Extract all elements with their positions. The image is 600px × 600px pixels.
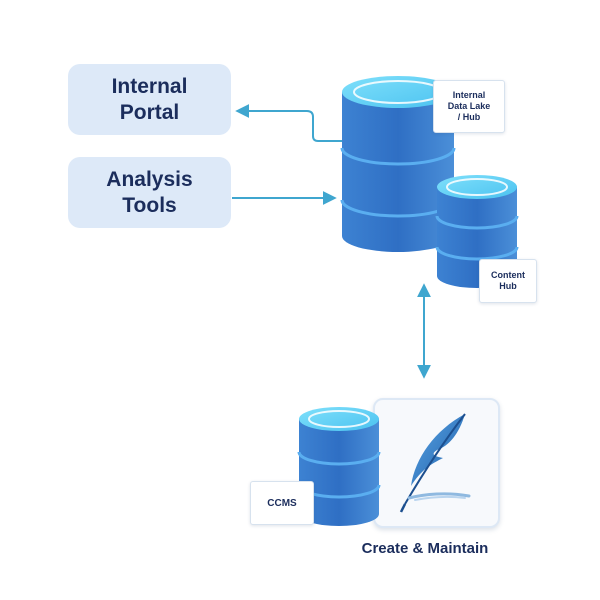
- ccms-note: CCMS: [250, 481, 314, 525]
- analysis-tools-label: Analysis Tools: [106, 167, 193, 217]
- content-hub-note: Content Hub: [479, 259, 537, 303]
- content-hub-label: Content Hub: [491, 270, 525, 291]
- data-lake-label: Internal Data Lake / Hub: [447, 90, 491, 122]
- data-lake-note: Internal Data Lake / Hub: [433, 80, 505, 133]
- arrow-to-portal: [235, 104, 342, 142]
- internal-portal-box: Internal Portal: [68, 64, 231, 135]
- analysis-tools-box: Analysis Tools: [68, 157, 231, 228]
- ccms-label: CCMS: [267, 497, 297, 509]
- editor-card: [373, 398, 500, 528]
- quill-feather-icon: [399, 413, 471, 513]
- create-maintain-caption: Create & Maintain: [361, 540, 489, 557]
- internal-portal-label: Internal Portal: [111, 74, 188, 124]
